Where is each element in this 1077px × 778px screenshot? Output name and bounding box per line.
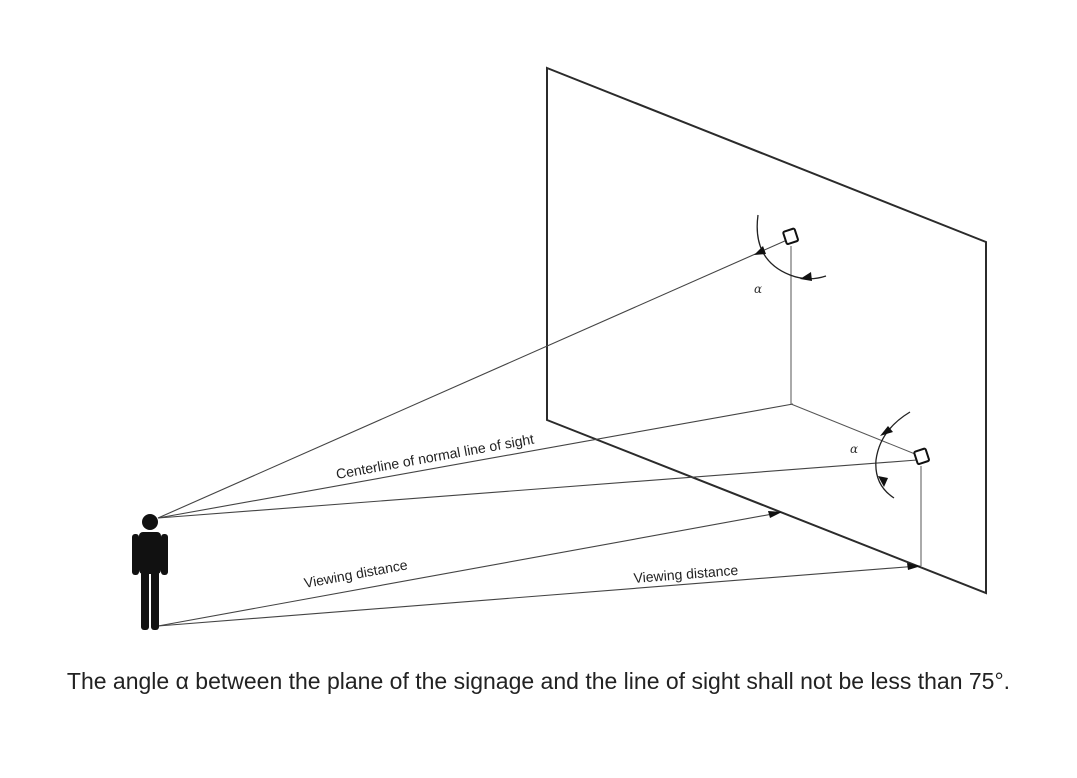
signage-plane — [546, 66, 987, 595]
viewing-distance-line-1 — [157, 512, 779, 627]
sight-line-lower — [157, 459, 918, 519]
arrowhead-icon — [880, 426, 893, 436]
arrowhead-icon — [800, 272, 812, 281]
sign-marker-icon — [782, 227, 799, 245]
sign-marker-icon — [913, 447, 930, 465]
angle-arc-icon — [756, 214, 827, 280]
viewing-distance-label-2: Viewing distance — [633, 562, 739, 586]
person-figure-icon — [132, 514, 168, 630]
viewing-distance-label-1: Viewing distance — [303, 556, 409, 591]
angle-arc-icon — [875, 411, 911, 499]
arrowhead-icon — [754, 246, 766, 255]
angle-label-upper: α — [754, 282, 762, 296]
angle-label-lower: α — [850, 442, 858, 456]
sight-line-upper — [157, 239, 788, 519]
centerline-label: Centerline of normal line of sight — [335, 431, 536, 482]
arrowhead-icon — [878, 476, 888, 487]
centerline-of-sight — [157, 403, 794, 519]
viewing-distance-line-2 — [157, 565, 919, 627]
caption: The angle α between the plane of the sig… — [66, 668, 1011, 694]
arrowhead-icon — [768, 511, 782, 518]
arrowhead-icon — [907, 563, 921, 570]
wall-floor-line — [790, 403, 921, 457]
